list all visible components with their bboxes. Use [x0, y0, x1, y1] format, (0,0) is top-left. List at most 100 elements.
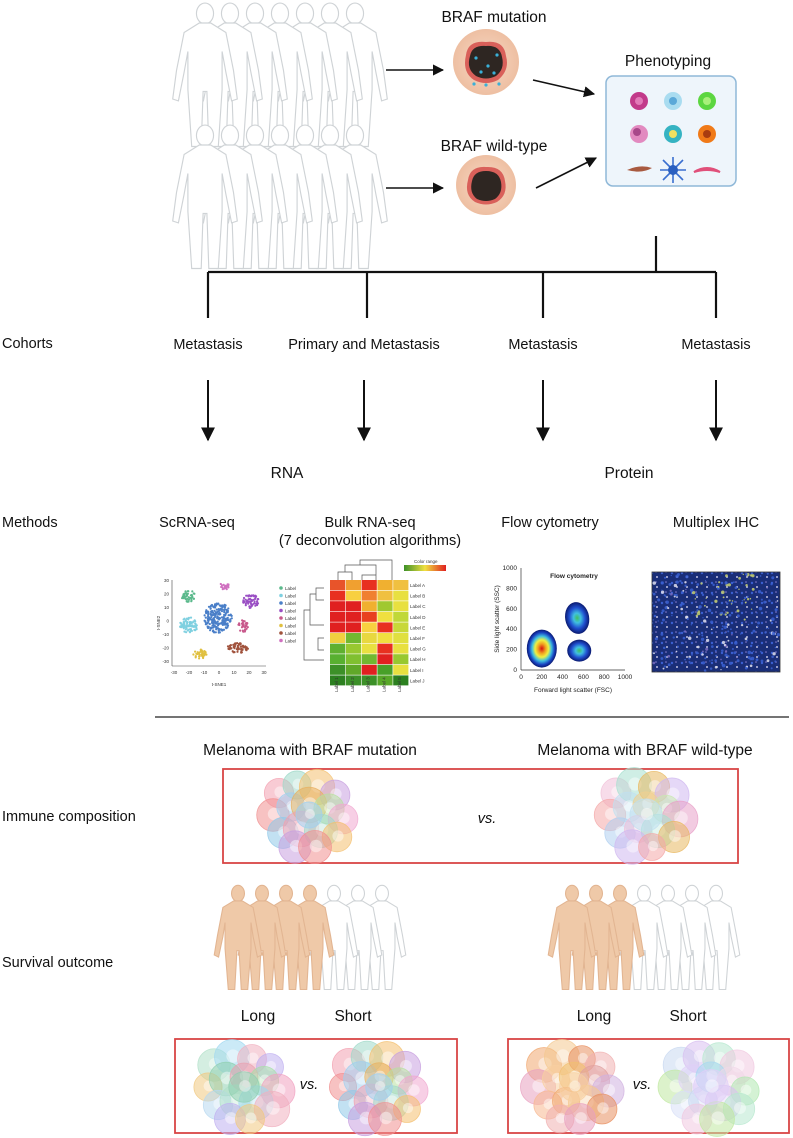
immune-cell: [693, 1069, 729, 1105]
tsne-point: [186, 624, 189, 628]
heatmap-cell: [345, 643, 361, 654]
wildtype-short-label: Short: [669, 1008, 707, 1025]
tsne-xlabel: t-SNE1: [212, 682, 227, 687]
heatmap-cell: [377, 654, 393, 665]
ihc-cell: [736, 591, 738, 594]
tsne-point: [199, 648, 202, 651]
tsne-point: [220, 584, 224, 587]
ihc-cell: [721, 627, 724, 631]
immune-cell-nucleus: [225, 1112, 237, 1124]
heatmap-cell: [345, 633, 361, 643]
ihc-cell: [714, 659, 717, 662]
heatmap-cell: [361, 633, 377, 643]
ihc-cell: [739, 633, 742, 635]
tsne-point: [230, 614, 233, 618]
ihc-cell: [723, 643, 727, 647]
tsne-point: [226, 645, 230, 648]
heatmap-col-label: Label 4: [381, 677, 386, 692]
ihc-cell: [689, 635, 691, 637]
ihc-cell: [679, 579, 682, 583]
tsne-point: [226, 585, 229, 588]
tsne-point: [224, 604, 227, 607]
ihc-cell: [703, 669, 707, 672]
ihc-cell: [728, 599, 731, 602]
tsne-point: [215, 604, 218, 607]
flow-ytick: 400: [506, 626, 517, 633]
tsne-point: [208, 622, 211, 626]
tsne-point: [217, 608, 220, 611]
ihc-cell: [704, 579, 707, 582]
tsne-point: [189, 597, 192, 600]
heatmap-cell: [377, 664, 393, 675]
tsne-point: [224, 612, 227, 615]
ihc-cell: [668, 582, 672, 586]
ihc-cell: [770, 582, 773, 586]
ihc-cell: [747, 650, 752, 655]
tsne-point: [245, 594, 248, 597]
immune-cell-nucleus: [640, 807, 654, 821]
tsne-point: [192, 653, 195, 656]
ihc-cell: [727, 655, 730, 658]
tsne-point: [236, 646, 239, 649]
heatmap-cell: [361, 622, 377, 633]
ihc-cell: [690, 624, 693, 626]
ihc-cell: [720, 658, 722, 661]
heatmap-cell: [393, 675, 409, 686]
ihc-cell: [682, 589, 685, 592]
wildtype-survival-group: [547, 884, 741, 991]
ihc-cell: [733, 600, 736, 603]
flow-xtick: 0: [519, 674, 523, 681]
heatmap-dendrogram-left: [303, 587, 324, 661]
tsne-legend-label: Label: [285, 639, 296, 644]
ihc-cell: [770, 667, 773, 670]
ihc-cell: [709, 667, 713, 670]
ihc-cell: [675, 574, 679, 578]
ihc-cell: [673, 600, 675, 602]
ihc-cell: [711, 659, 713, 661]
immune-cell-nucleus: [408, 1084, 420, 1096]
tsne-point: [186, 590, 189, 593]
tsne-legend-label: Label: [285, 609, 296, 614]
ihc-cell: [728, 661, 733, 666]
heatmap-cell: [361, 664, 377, 675]
tsne-point: [203, 619, 206, 622]
heatmap-cell: [377, 601, 393, 612]
ihc-cell: [696, 583, 700, 586]
heatmap-cell: [393, 654, 409, 665]
immune-cell: [235, 1104, 265, 1134]
tsne-legend-label: Label: [285, 631, 296, 636]
mutation-survival-frame: [174, 1038, 458, 1134]
ihc-cell: [731, 633, 733, 636]
ihc-cell: [740, 602, 744, 605]
tsne-point: [244, 645, 247, 648]
ihc-cell: [710, 645, 714, 648]
ihc-cell: [660, 657, 664, 660]
ihc-cell: [738, 588, 740, 591]
ihc-cell: [662, 667, 665, 670]
tsne-point: [233, 642, 236, 645]
ihc-cell: [721, 663, 724, 666]
heatmap-cell: [393, 611, 409, 622]
tsne-point: [246, 600, 249, 604]
immune-cell-nucleus: [577, 1052, 589, 1064]
tsne-point: [218, 618, 221, 621]
heatmap-cell: [330, 611, 346, 622]
ihc-cell: [701, 650, 704, 653]
tsne-point: [185, 594, 189, 597]
tsne-point: [256, 600, 259, 603]
cohort-label-1: Metastasis: [173, 337, 242, 353]
ihc-cell: [752, 629, 756, 633]
braf-mutation-label: BRAF mutation: [441, 9, 546, 26]
ihc-cell: [676, 645, 680, 648]
ihc-cell: [743, 596, 747, 600]
flow-xlabel: Forward light scatter (FSC): [534, 687, 612, 694]
tsne-ylabel: t-SNE2: [156, 615, 161, 630]
category-rna: RNA: [271, 465, 304, 482]
tsne-point: [188, 622, 191, 626]
immune-composition-frame: [222, 768, 739, 864]
tsne-point: [257, 598, 260, 601]
tsne-point: [242, 601, 245, 604]
heatmap-row-label: Label G: [410, 647, 426, 652]
ihc-cell: [696, 611, 701, 616]
ihc-cell: [721, 625, 724, 627]
